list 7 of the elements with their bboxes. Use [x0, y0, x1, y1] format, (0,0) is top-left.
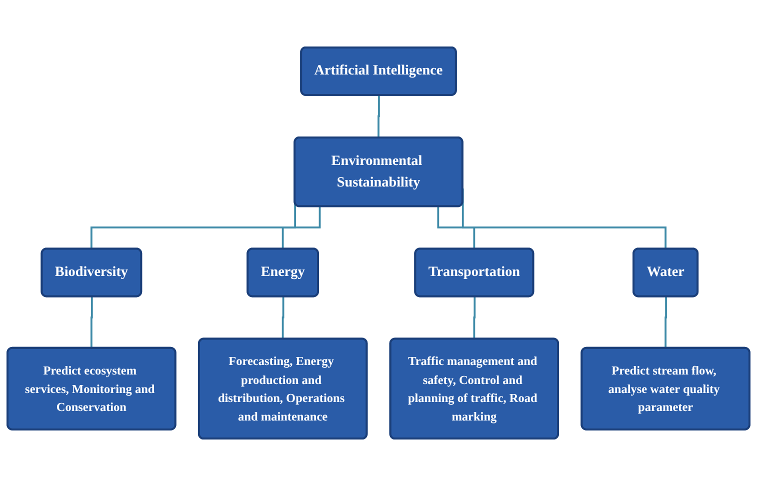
connector [282, 206, 321, 250]
connector [282, 296, 284, 340]
connector [664, 296, 667, 350]
connector [437, 206, 476, 250]
connector [378, 95, 380, 139]
connector [90, 296, 93, 350]
connector [473, 296, 476, 340]
